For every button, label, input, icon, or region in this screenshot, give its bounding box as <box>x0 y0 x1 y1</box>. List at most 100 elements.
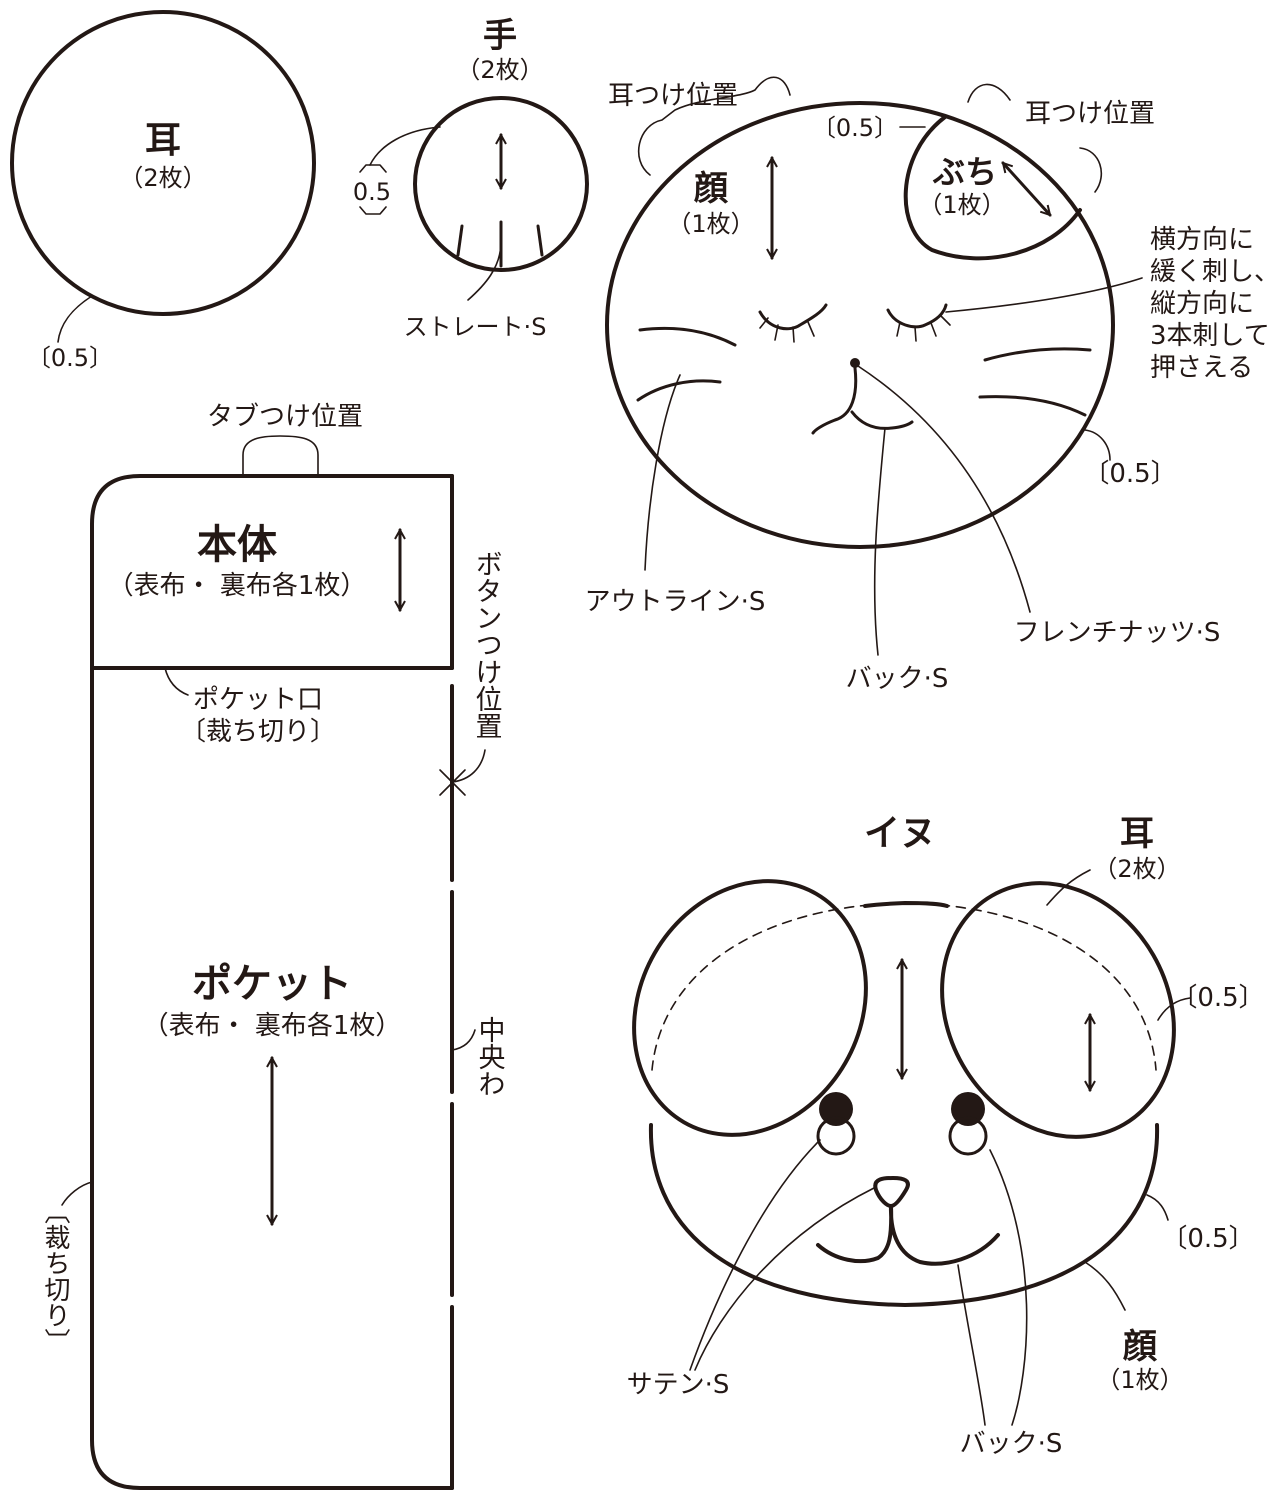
cat-outline-leader <box>644 374 681 571</box>
cat-seam-leader <box>1084 429 1111 461</box>
hand-circle <box>413 96 589 272</box>
dog-face-label-leader <box>1084 1261 1126 1311</box>
button-position-leader <box>451 749 486 783</box>
pocket-mouth-cut: 〔裁ち切り〕 <box>180 717 336 747</box>
cat-patch-outline <box>903 115 1082 261</box>
cat-note-line-5: 押さえる <box>1150 353 1253 383</box>
ear-pattern-piece: 耳 （2枚） 〔0.5〕 <box>10 10 316 372</box>
cat-note-line-1: 横方向に <box>1150 225 1254 255</box>
dog-face-count: （1枚） <box>1096 1366 1183 1394</box>
dog-satin-leader-1 <box>689 1139 821 1371</box>
cat-back-stitch: バック·S <box>846 664 949 694</box>
cat-face-outline <box>605 101 1115 549</box>
dog-ear-title: 耳 <box>1120 814 1154 854</box>
center-fold-leader <box>451 1029 476 1051</box>
dog-satin-leader-2 <box>694 1187 875 1371</box>
dog-nose <box>873 1176 910 1208</box>
dog-head-top-segment <box>863 901 949 908</box>
ear-seam-allowance: 〔0.5〕 <box>27 344 113 372</box>
dog-ear-seam: 〔0.5〕 <box>1171 983 1264 1013</box>
cat-ear-right-leader <box>967 83 1103 193</box>
dog-mouth <box>816 1204 1000 1266</box>
dog-ear-right <box>940 881 1176 1139</box>
hand-title: 手 <box>483 16 517 56</box>
cut-edge-leader <box>61 1181 93 1206</box>
ear-circle <box>10 10 316 316</box>
dog-title: イヌ <box>864 812 936 854</box>
dog-eye-right-ring <box>948 1116 988 1156</box>
cat-face-count: （1枚） <box>667 210 754 238</box>
hand-stitch-line-3 <box>536 224 544 257</box>
hand-seam-leader <box>369 126 441 166</box>
cat-ear-left-label: 耳つけ位置 <box>608 81 738 111</box>
dog-ear-seam-leader <box>1157 997 1191 1021</box>
cat-patch-seam: 〔0.5〕 <box>812 114 898 142</box>
dog-face-seam: 〔0.5〕 <box>1161 1224 1254 1254</box>
cat-face-pattern: ぶち （1枚） 〔0.5〕 顔 （1枚） 耳つけ位置 耳つけ位置 横方向に 緩く… <box>585 76 1280 694</box>
cat-seam-allowance: 〔0.5〕 <box>1083 459 1176 489</box>
cat-mouth-left <box>811 366 858 435</box>
hand-seam-bracket-bottom <box>359 206 387 215</box>
body-subtitle: （表布・ 裏布各1枚） <box>108 571 367 601</box>
cat-eyelash-right <box>896 315 951 342</box>
hand-stitch-leader <box>467 243 502 301</box>
dog-face-seam-leader <box>1146 1194 1169 1221</box>
cat-french-knots: フレンチナッツ·S <box>1014 618 1221 648</box>
dog-face-lower-outline <box>648 1123 1160 1307</box>
dog-ear-count: （2枚） <box>1093 855 1180 883</box>
cat-eye-right <box>886 303 948 329</box>
cat-mouth-right <box>850 410 914 430</box>
cat-french-knot-leader <box>857 365 1031 613</box>
dog-back-leader-2 <box>989 1149 1028 1426</box>
cat-ear-right-label: 耳つけ位置 <box>1025 99 1155 129</box>
body-pattern-piece: タブつけ位置 本体 （表布・ 裏布各1枚） ボタンつけ位置 ポケット口 〔裁ち切… <box>40 402 505 1490</box>
ear-title: 耳 <box>145 119 181 161</box>
ear-seam-leader <box>57 295 93 343</box>
hand-count: （2枚） <box>456 56 543 84</box>
dog-satin-stitch: サテン·S <box>627 1370 730 1400</box>
dog-back-stitch: バック·S <box>960 1429 1063 1459</box>
hand-stitch-line-1 <box>456 224 464 257</box>
cat-ear-left-leader <box>637 76 791 176</box>
dog-ear-left <box>632 879 868 1137</box>
dog-face-title: 顔 <box>1123 1327 1157 1367</box>
cat-eye-note: 横方向に 緩く刺し、 縦方向に 3本刺して 押さえる <box>1150 225 1280 383</box>
tab-position-label: タブつけ位置 <box>207 402 363 432</box>
button-position-label: ボタンつけ位置 <box>471 550 502 739</box>
dog-back-leader-1 <box>957 1264 986 1426</box>
ear-count: （2枚） <box>119 164 206 192</box>
cat-note-line-2: 緩く刺し、 <box>1150 257 1280 287</box>
body-outline <box>90 474 454 1490</box>
pocket-mouth-leader <box>164 667 189 696</box>
body-title: 本体 <box>197 521 277 568</box>
tab-position-bracket <box>242 435 319 476</box>
cat-note-line-4: 3本刺して <box>1150 321 1270 351</box>
hand-seam-allowance: 0.5 <box>353 178 391 206</box>
dog-eye-right <box>951 1092 985 1126</box>
hand-seam-bracket-top <box>359 164 387 173</box>
cat-whisker-left-top <box>638 326 737 347</box>
hand-stitch-label: ストレート·S <box>404 313 547 341</box>
dog-eye-left <box>819 1092 853 1126</box>
pocket-mouth-label: ポケット口 <box>193 685 323 715</box>
center-fold-label: 中央わ <box>474 1016 505 1097</box>
cat-patch-count: （1枚） <box>918 191 1005 219</box>
hand-pattern-piece: 手 （2枚） 0.5 ストレート·S <box>353 16 589 341</box>
pocket-subtitle: （表布・ 裏布各1枚） <box>143 1011 402 1041</box>
cat-eyelash-left <box>759 317 815 343</box>
cat-note-leader <box>945 277 1143 313</box>
cat-eye-left <box>758 303 828 331</box>
cut-edge-label: 〔裁ち切り〕 <box>40 1198 70 1354</box>
cat-patch-title: ぶち <box>932 153 997 191</box>
dog-face-pattern: イヌ 耳 （2枚） サテン·S バック·S 〔0.5〕 〔0.5〕 <box>627 812 1265 1459</box>
cat-whisker-right-top <box>983 347 1092 362</box>
cat-whisker-right-bottom <box>978 395 1087 417</box>
cat-outline-stitch: アウトライン·S <box>585 587 766 617</box>
cat-note-line-3: 縦方向に <box>1150 289 1254 319</box>
cat-back-stitch-leader <box>873 427 886 656</box>
cat-patch-grain-arrow <box>1001 163 1052 215</box>
pocket-title: ポケット <box>192 960 352 1007</box>
dog-eye-left-ring <box>816 1116 856 1156</box>
cat-face-title: 顔 <box>694 169 728 209</box>
